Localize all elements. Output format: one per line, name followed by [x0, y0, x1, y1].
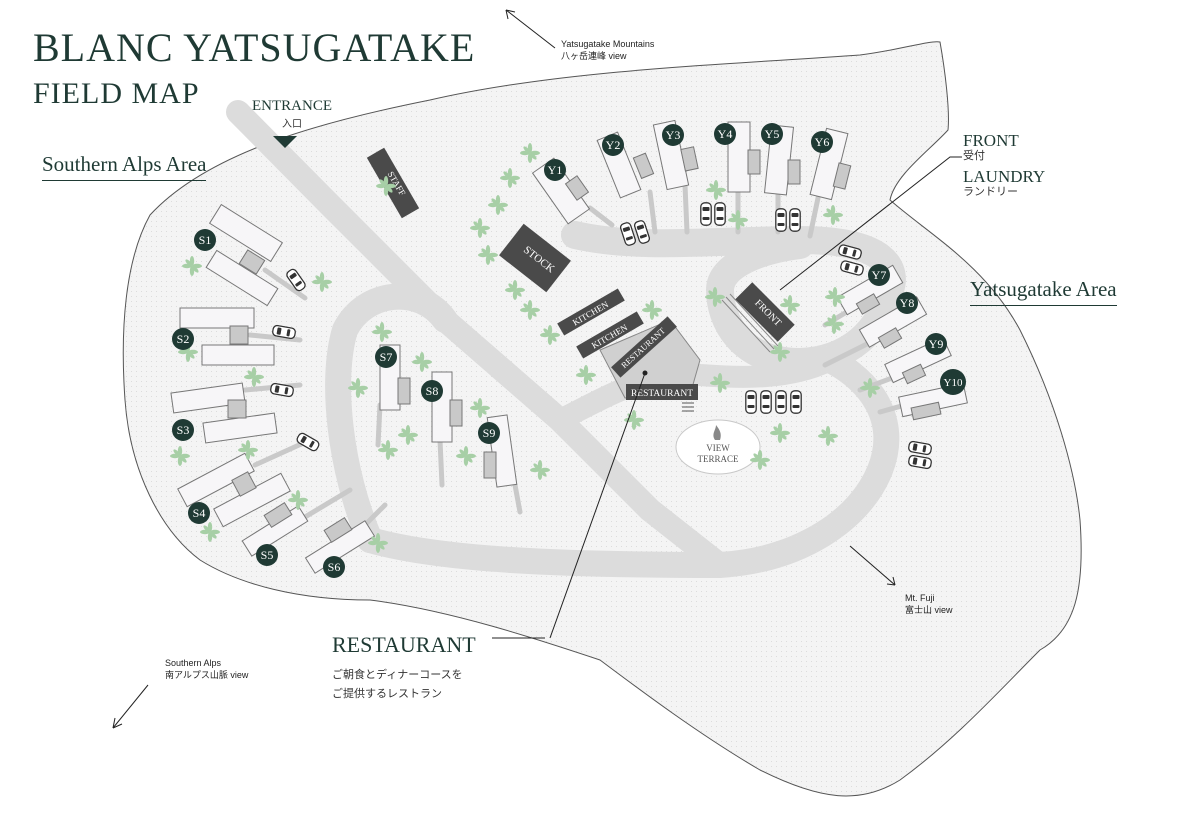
- front-label-ja: 受付: [963, 149, 985, 162]
- laundry-label-ja: ランドリー: [963, 185, 1018, 198]
- restaurant-callout-line1: ご朝食とディナーコースを: [332, 669, 463, 681]
- site-marker-s9: S9: [478, 422, 500, 444]
- southern-alps-view-en: Southern Alps: [165, 658, 222, 668]
- site-marker-s2: S2: [172, 328, 194, 350]
- site-marker-y5: Y5: [761, 123, 783, 145]
- svg-text:Y2: Y2: [606, 138, 621, 152]
- site-marker-y7: Y7: [868, 264, 890, 286]
- site-marker-y2: Y2: [602, 134, 624, 156]
- svg-text:Y3: Y3: [666, 128, 681, 142]
- site-marker-s4: S4: [188, 502, 210, 524]
- front-label-en: FRONT: [963, 131, 1019, 150]
- kitchen-building-1: [557, 288, 625, 336]
- view-terrace-label-1: VIEW: [706, 443, 730, 453]
- svg-text:S4: S4: [193, 506, 206, 520]
- restaurant-callout: RESTAURANT ご朝食とディナーコースを ご提供するレストラン: [332, 632, 476, 703]
- central-buildings: [366, 147, 795, 412]
- site-marker-y6: Y6: [811, 131, 833, 153]
- stock-building: [499, 223, 571, 293]
- restaurant-building-1: [611, 316, 677, 378]
- view-terrace-label-2: TERRACE: [697, 454, 739, 464]
- restaurant-pointer-dot: [642, 370, 648, 376]
- leader-lines: [112, 9, 962, 729]
- site-marker-s6: S6: [323, 556, 345, 578]
- svg-text:Y10: Y10: [944, 377, 963, 389]
- svg-text:S1: S1: [199, 233, 212, 247]
- site-marker-y3: Y3: [662, 124, 684, 146]
- fuji-view-ja: 富士山 view: [905, 605, 953, 616]
- site-marker-y9: Y9: [925, 333, 947, 355]
- site-marker-s8: S8: [421, 380, 443, 402]
- svg-text:Y4: Y4: [718, 127, 733, 141]
- site-marker-s5: S5: [256, 544, 278, 566]
- kitchen-building-2: [576, 311, 644, 359]
- flame-icon: [713, 425, 721, 440]
- entrance-arrow-icon: [273, 136, 297, 148]
- fuji-view-label: Mt. Fuji 富士山 view: [905, 592, 953, 616]
- restaurant-label-2: RESTAURANT: [631, 389, 693, 399]
- site-marker-y8: Y8: [896, 292, 918, 314]
- restaurant-callout-title: RESTAURANT: [332, 632, 476, 657]
- area-label-southern-alps: Southern Alps Area: [42, 152, 207, 181]
- staff-building: [366, 147, 420, 219]
- cabins-southern: [170, 203, 518, 574]
- yatsugatake-view-ja: 八ヶ岳連峰 view: [561, 51, 627, 62]
- restaurant-building-2: [626, 384, 698, 400]
- svg-text:Y5: Y5: [765, 127, 780, 141]
- map-subtitle: FIELD MAP: [33, 77, 200, 110]
- entrance-label: ENTRANCE 入口: [252, 98, 332, 130]
- yatsugatake-view-label: Yatsugatake Mountains 八ヶ岳連峰 view: [561, 38, 654, 62]
- svg-text:S2: S2: [177, 332, 190, 346]
- southern-alps-view-ja: 南アルプス山脈 view: [165, 670, 249, 681]
- site-marker-y4: Y4: [714, 123, 736, 145]
- fuji-view-en: Mt. Fuji: [905, 593, 935, 603]
- svg-text:Y1: Y1: [548, 163, 563, 177]
- view-terrace[interactable]: [675, 419, 761, 475]
- yatsugatake-view-en: Yatsugatake Mountains: [561, 39, 655, 49]
- svg-text:S7: S7: [380, 350, 393, 364]
- svg-text:S6: S6: [328, 560, 341, 574]
- svg-text:Y9: Y9: [929, 337, 944, 351]
- site-marker-s7: S7: [375, 346, 397, 368]
- site-marker-y10: Y10: [940, 369, 966, 395]
- restaurant-callout-line2: ご提供するレストラン: [332, 687, 442, 700]
- entrance-label-ja: 入口: [282, 119, 302, 130]
- svg-text:S8: S8: [426, 384, 439, 398]
- svg-text:S5: S5: [261, 548, 274, 562]
- svg-text:S3: S3: [177, 423, 190, 437]
- svg-text:Y7: Y7: [872, 268, 887, 282]
- svg-text:Y6: Y6: [815, 135, 830, 149]
- front-callout: FRONT 受付 LAUNDRY ランドリー: [963, 132, 1045, 199]
- map-title: BLANC YATSUGATAKE: [33, 25, 476, 70]
- roads: [226, 100, 906, 578]
- svg-text:Y8: Y8: [900, 296, 915, 310]
- laundry-label-en: LAUNDRY: [963, 167, 1046, 187]
- entrance-label-en: ENTRANCE: [252, 98, 332, 114]
- site-marker-s1: S1: [194, 229, 216, 251]
- site-marker-y1: Y1: [544, 159, 566, 181]
- front-building: [735, 282, 795, 342]
- front-building-stairs: [721, 293, 779, 353]
- southern-alps-view-label: Southern Alps 南アルプス山脈 view: [165, 657, 248, 681]
- site-marker-s3: S3: [172, 419, 194, 441]
- site-markers: S1 S2 S3 S4 S5 S6 S7 S8 S9 Y1 Y2 Y3 Y4 Y…: [172, 123, 966, 578]
- area-label-yatsugatake: Yatsugatake Area: [970, 277, 1117, 306]
- svg-text:S9: S9: [483, 426, 496, 440]
